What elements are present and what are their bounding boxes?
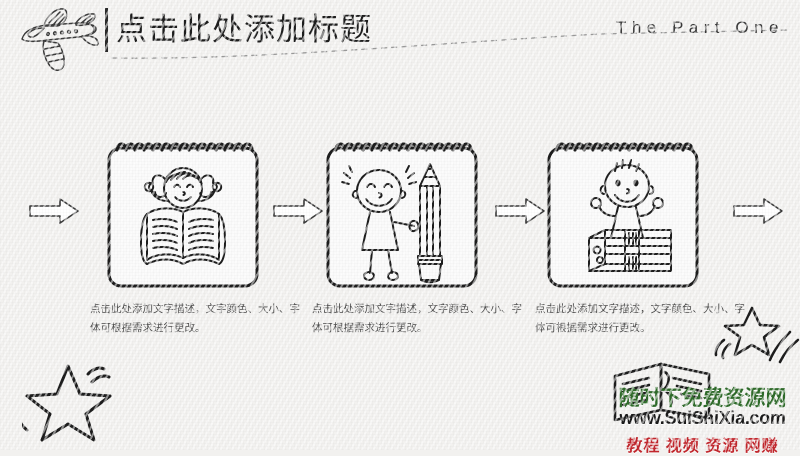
- spiral-notepad-frame: [326, 142, 478, 288]
- content-card[interactable]: [103, 138, 263, 298]
- page-title: 点击此处添加标题: [116, 12, 372, 47]
- airplane-icon: [21, 8, 99, 71]
- watermark-tags: 教程 视频 资源 网赚: [626, 438, 779, 455]
- part-label: The Part One: [615, 18, 784, 37]
- content-card[interactable]: [543, 138, 703, 298]
- star-doodle-left-icon: [22, 364, 112, 442]
- watermark: 随时下免费资源网 www.SuiShiXia.com 教程 视频 资源 网赚: [605, 352, 800, 455]
- slide-header: 点击此处添加标题 The Part One: [0, 0, 800, 80]
- spiral-notepad-frame: [107, 142, 259, 288]
- card-caption: 点击此处添加文字描述，文字颜色、大小、字体可根据需求进行更改。: [90, 303, 300, 334]
- title-divider: [105, 8, 108, 52]
- watermark-url: www.SuiShiXia.com: [619, 408, 786, 428]
- card-row: [0, 130, 800, 300]
- spiral-notepad-frame: [547, 142, 699, 288]
- content-card[interactable]: [322, 138, 482, 298]
- caption-row: 点击此处添加文字描述，文字颜色、大小、字体可根据需求进行更改。 点击此处添加文字…: [0, 300, 800, 360]
- card-caption: 点击此处添加文字描述，文字颜色、大小、字体可根据需求进行更改。: [312, 303, 522, 334]
